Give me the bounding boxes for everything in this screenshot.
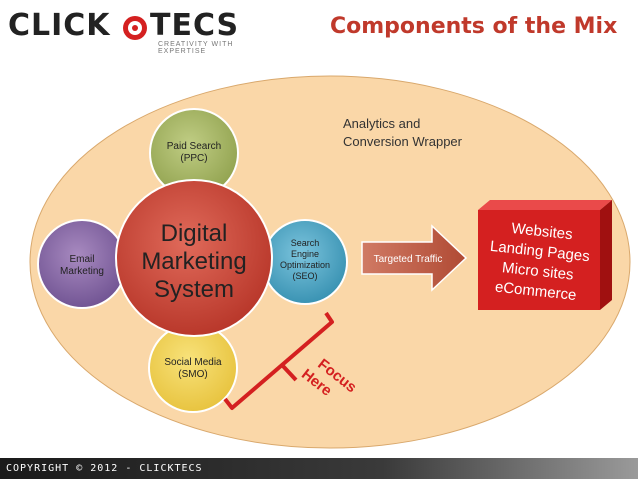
center-line2: Marketing: [141, 248, 246, 275]
focus-bracket-tick: [280, 363, 298, 382]
logo-tagline: CREATIVITY WITH EXPERTISE: [158, 41, 234, 55]
wrapper-label-line2: Conversion Wrapper: [343, 134, 463, 149]
logo-text-right: TECS: [150, 8, 240, 43]
destination-box-top: [478, 200, 612, 210]
social-line2: (SMO): [178, 369, 207, 380]
logo-text-left: CLICK: [8, 8, 111, 43]
seo-line4: (SEO): [292, 271, 317, 281]
seo-line1: Search: [291, 238, 320, 248]
logo-target-icon: [123, 16, 147, 40]
email-line1: Email: [69, 254, 94, 265]
box-line1: Websites: [511, 220, 574, 243]
seo-line2: Engine: [291, 249, 319, 259]
destination-box-side: [600, 200, 612, 310]
paid-search-line2: (PPC): [180, 153, 207, 164]
destination-box-front: [478, 210, 600, 310]
digital-marketing-system-circle: [115, 179, 273, 337]
copyright-text: COPYRIGHT © 2012 - CLICKTECS: [6, 463, 203, 474]
seo-line3: Optimization: [280, 260, 330, 270]
logo: CLICK TECS CREATIVITY WITH EXPERTISE: [8, 8, 278, 55]
footer-bar: COPYRIGHT © 2012 - CLICKTECS: [0, 458, 638, 479]
page-title: Components of the Mix: [330, 14, 618, 39]
social-line1: Social Media: [164, 357, 222, 368]
center-line1: Digital: [161, 220, 228, 247]
wrapper-label-line1: Analytics and: [343, 116, 420, 131]
paid-search-line1: Paid Search: [167, 141, 221, 152]
arrow-label: Targeted Traffic: [374, 254, 443, 265]
email-line2: Marketing: [60, 266, 104, 277]
social-media-circle: [148, 323, 238, 413]
targeted-traffic-arrow: [361, 224, 468, 292]
center-line3: System: [154, 276, 234, 303]
